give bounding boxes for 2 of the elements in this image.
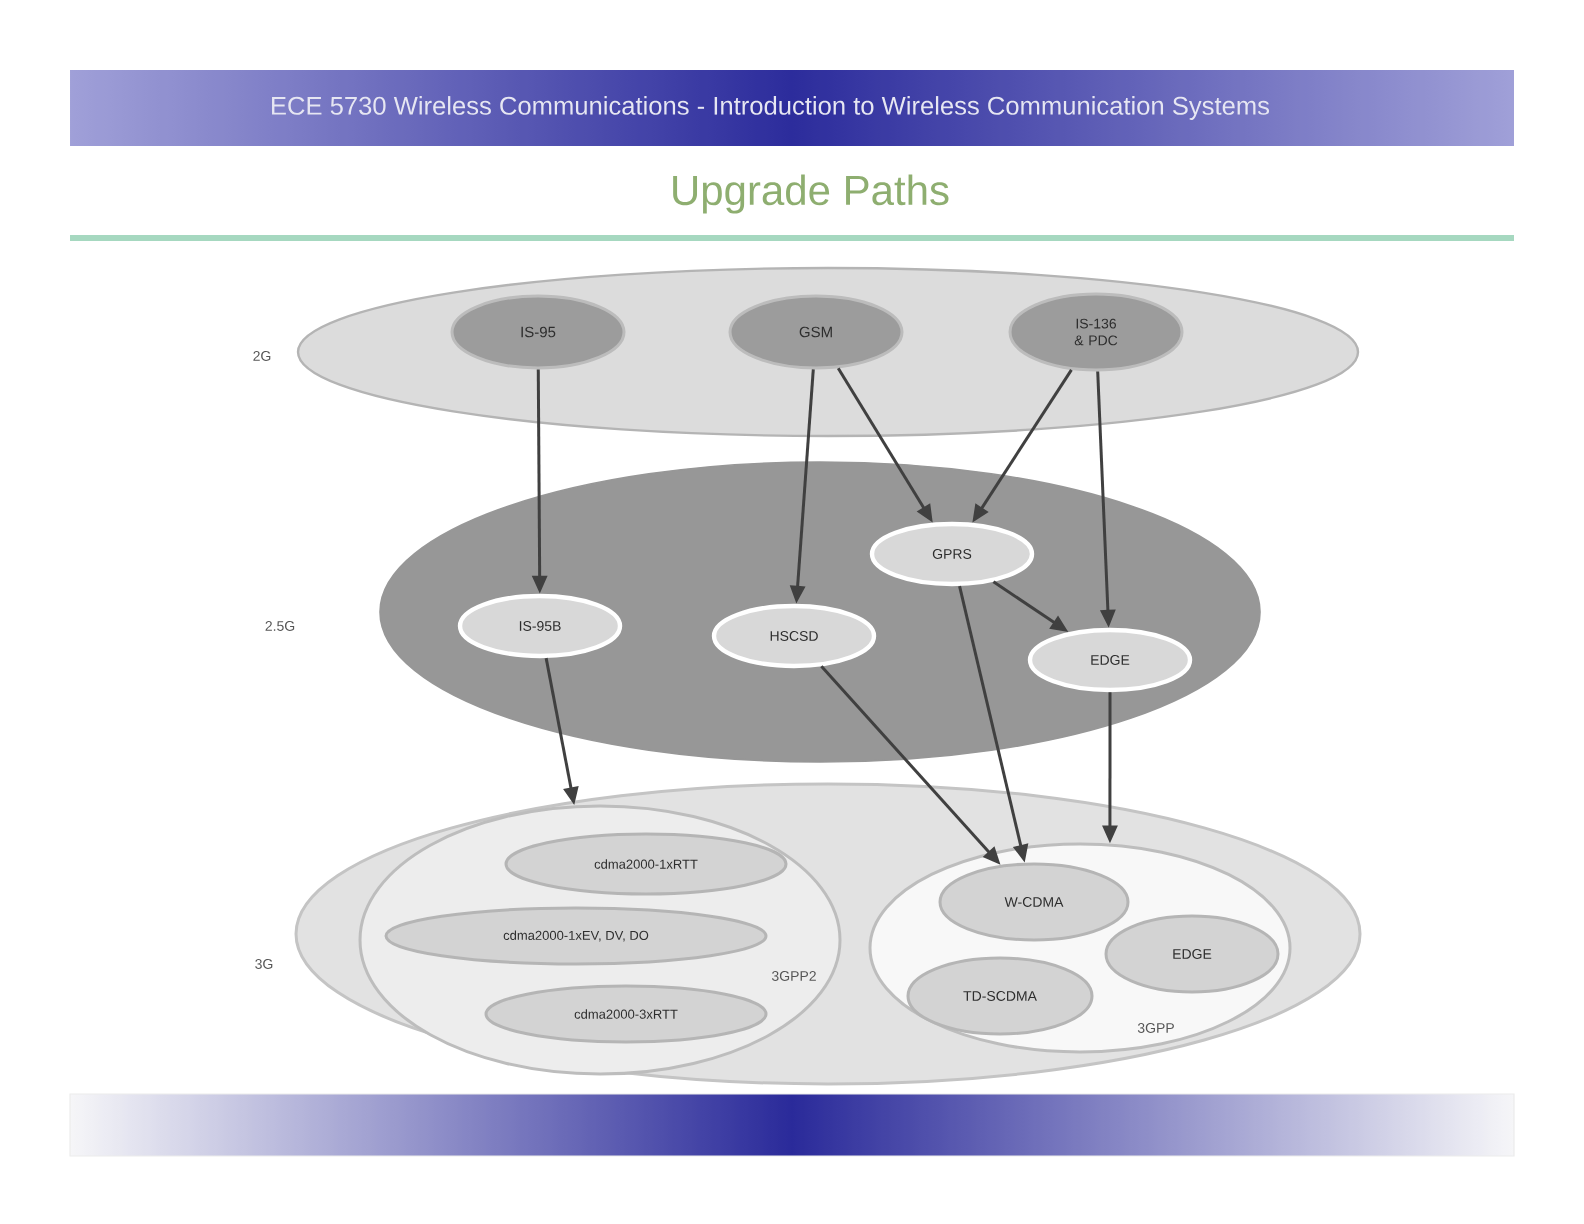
header-text: ECE 5730 Wireless Communications - Introduction to Wireless Communication Systems (272, 96, 1270, 120)
slide-title: Upgrade Paths (673, 174, 949, 214)
